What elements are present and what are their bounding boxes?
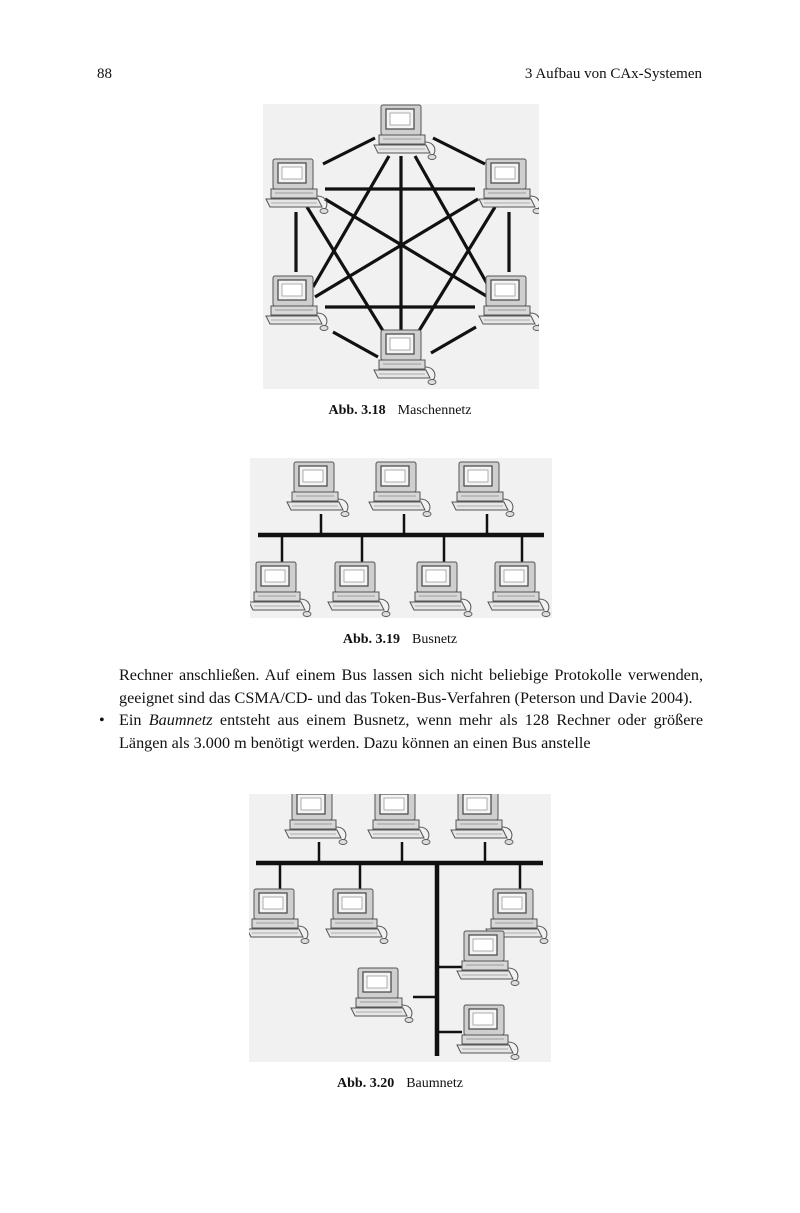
figure-tree-network <box>249 794 551 1062</box>
paragraph: Rechner anschließen. Auf einem Bus lasse… <box>119 666 703 707</box>
figure-caption: Abb. 3.18 Maschennetz <box>0 403 800 419</box>
bus-lines <box>258 514 544 564</box>
bus-network-diagram <box>250 458 552 618</box>
figure-label: Abb. 3.19 <box>342 632 401 647</box>
bullet-text-rest: entsteht aus einem Busnetz, wenn mehr al… <box>119 711 704 752</box>
body-text: Rechner anschließen. Auf einem Bus lasse… <box>99 664 704 754</box>
figure-caption: Abb. 3.19 Busnetz <box>0 632 800 648</box>
bullet-item: • Ein Baumnetz entsteht aus einem Busnetz… <box>99 709 704 754</box>
tree-network-diagram <box>249 794 551 1062</box>
figure-label: Abb. 3.20 <box>337 1076 395 1091</box>
figure-title: Baumnetz <box>406 1076 463 1091</box>
bullet-text-start: Ein <box>119 711 149 729</box>
bullet-term: Baumnetz <box>148 711 213 729</box>
mesh-network-diagram <box>263 104 539 389</box>
page-number: 88 <box>97 66 112 82</box>
figure-mesh-network <box>263 104 539 389</box>
figure-bus-network <box>250 458 552 618</box>
mesh-connections <box>294 136 511 359</box>
figure-title: Maschennetz <box>397 403 472 418</box>
running-head: 3 Aufbau von CAx-Systemen <box>524 66 702 82</box>
tree-lines <box>256 842 543 1056</box>
bullet-symbol: • <box>99 711 105 729</box>
figure-label: Abb. 3.18 <box>328 403 386 418</box>
figure-title: Busnetz <box>412 632 458 647</box>
figure-caption: Abb. 3.20 Baumnetz <box>0 1076 800 1092</box>
